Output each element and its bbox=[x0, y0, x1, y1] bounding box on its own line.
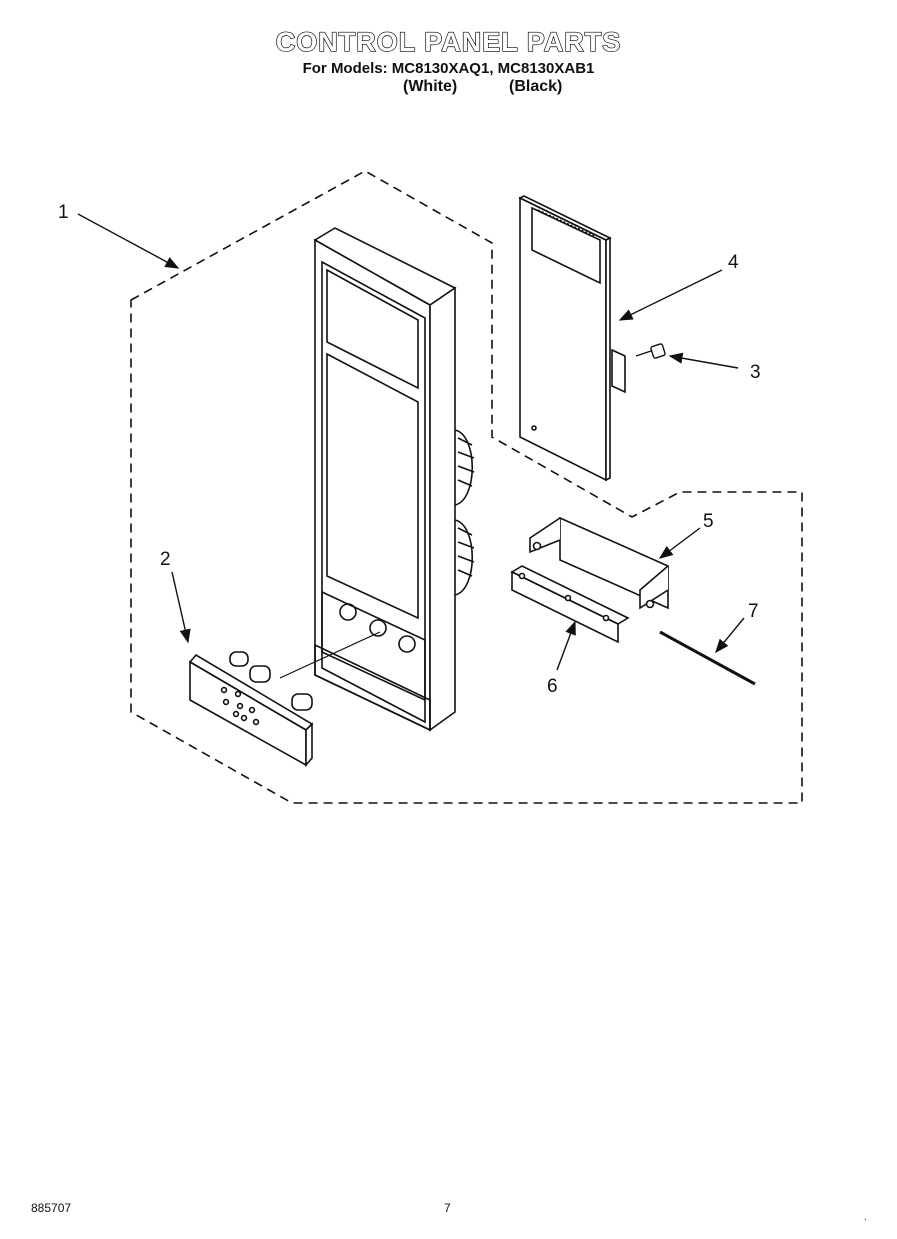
callout-3: 3 bbox=[750, 362, 761, 383]
color-white-label: (White) bbox=[403, 78, 458, 95]
callout-6: 6 bbox=[547, 676, 558, 697]
control-panel-frame bbox=[313, 227, 475, 732]
color-black-label: (Black) bbox=[509, 78, 563, 95]
page-number: 7 bbox=[444, 1201, 451, 1215]
callout-leaders bbox=[77, 213, 745, 671]
models-line: For Models: MC8130XAQ1, MC8130XAB1 bbox=[302, 60, 595, 77]
bracket bbox=[529, 516, 669, 610]
mounting-rail bbox=[510, 565, 630, 644]
button-assembly bbox=[188, 651, 314, 768]
assembly-boundary-1 bbox=[130, 170, 803, 804]
callout-1: 1 bbox=[58, 202, 69, 223]
callout-2: 2 bbox=[160, 549, 171, 570]
callout-5: 5 bbox=[703, 511, 714, 532]
circuit-board bbox=[518, 195, 626, 482]
callout-4: 4 bbox=[728, 252, 739, 273]
mount-line bbox=[279, 631, 381, 679]
callout-7: 7 bbox=[748, 601, 759, 622]
screw bbox=[635, 343, 666, 359]
document-number: 885707 bbox=[31, 1201, 72, 1215]
corner-mark: . bbox=[864, 1212, 867, 1223]
rod bbox=[659, 630, 756, 686]
page-title: CONTROL PANEL PARTS bbox=[275, 26, 622, 57]
